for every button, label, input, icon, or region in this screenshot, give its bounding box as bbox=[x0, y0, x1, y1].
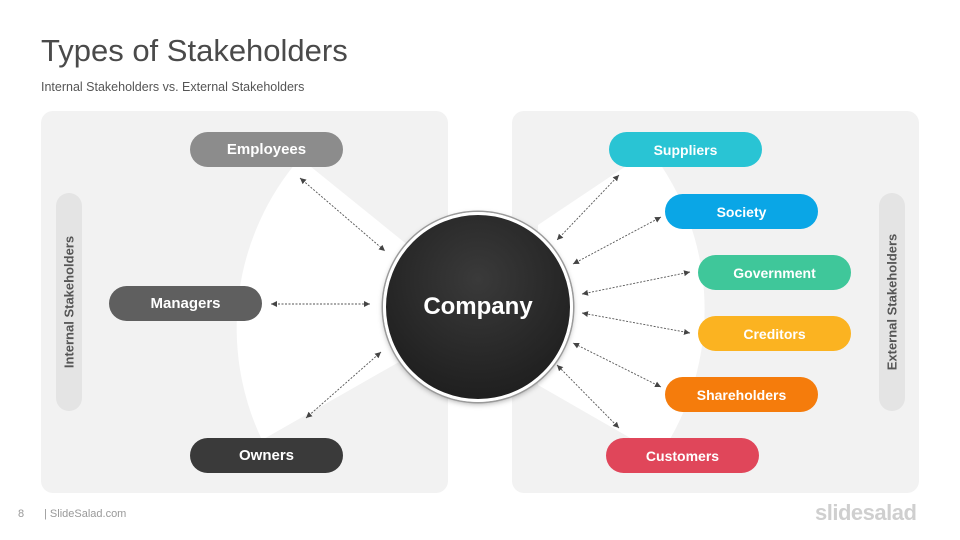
arrow-suppliers bbox=[556, 174, 620, 241]
company-node: Company bbox=[383, 212, 573, 402]
arrow-government bbox=[581, 270, 691, 296]
footer-site: | SlideSalad.com bbox=[44, 508, 127, 520]
arrow-employees bbox=[299, 177, 386, 252]
arrow-customers bbox=[556, 364, 620, 429]
arrow-creditors bbox=[581, 311, 691, 335]
stakeholder-shareholders: Shareholders bbox=[665, 377, 818, 412]
stakeholder-government: Government bbox=[698, 255, 851, 290]
stakeholder-employees: Employees bbox=[190, 132, 343, 167]
arrow-society bbox=[572, 216, 662, 265]
stakeholder-suppliers: Suppliers bbox=[609, 132, 762, 167]
slide-subtitle: Internal Stakeholders vs. External Stake… bbox=[41, 80, 305, 94]
stakeholder-society: Society bbox=[665, 194, 818, 229]
page-number: 8 bbox=[18, 508, 25, 520]
brand-logo: slidesalad bbox=[815, 500, 917, 525]
arrow-connectors bbox=[271, 174, 691, 429]
company-label: Company bbox=[423, 293, 533, 320]
stakeholder-managers: Managers bbox=[109, 286, 262, 321]
stakeholder-creditors: Creditors bbox=[698, 316, 851, 351]
internal-stakeholders-label: Internal Stakeholders bbox=[56, 193, 82, 411]
slide-title: Types of Stakeholders bbox=[41, 33, 348, 68]
external-stakeholders-label: External Stakeholders bbox=[879, 193, 905, 411]
stakeholder-customers: Customers bbox=[606, 438, 759, 473]
stakeholder-owners: Owners bbox=[190, 438, 343, 473]
arrow-owners bbox=[305, 351, 382, 419]
